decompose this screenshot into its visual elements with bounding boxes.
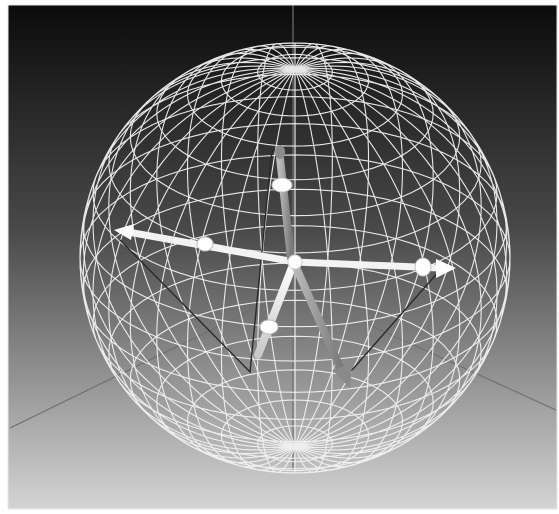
arrow-tip-up-icon: [275, 145, 285, 159]
center-node-icon: [288, 255, 302, 269]
joint-ring-right-icon: [415, 258, 431, 276]
joint-ring-lower-left-icon: [260, 320, 278, 334]
joint-ring-left-icon: [197, 237, 213, 251]
joint-ring-up-icon: [272, 178, 292, 192]
